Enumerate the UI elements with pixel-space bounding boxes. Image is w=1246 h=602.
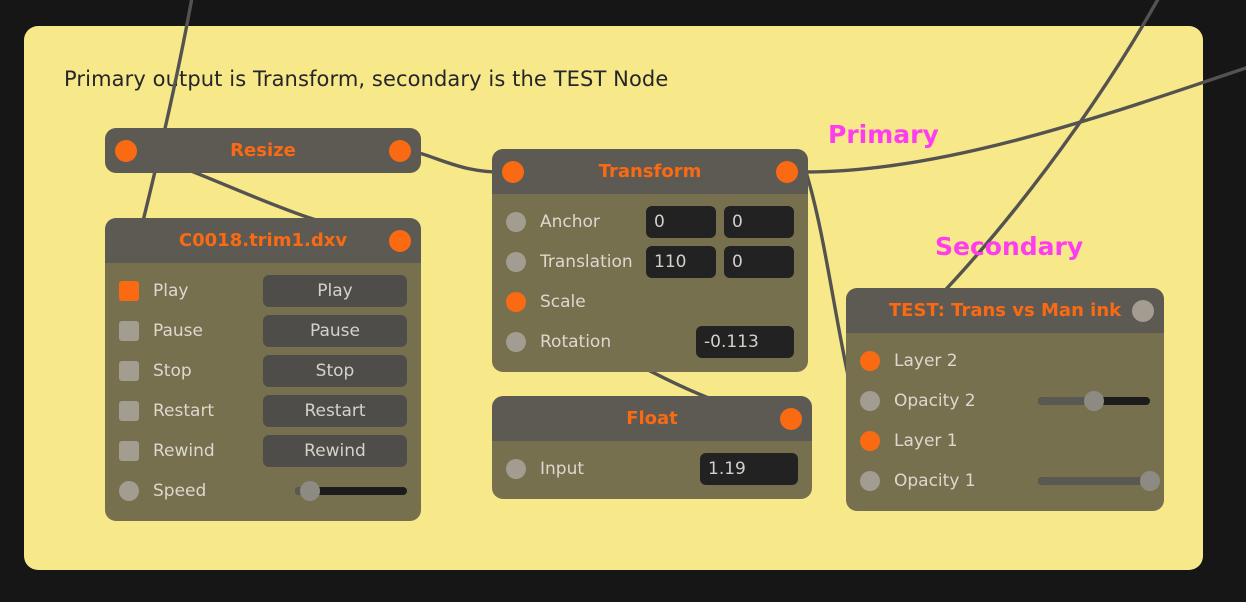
input-port-resize[interactable] xyxy=(115,139,137,162)
annotation-label: Primary xyxy=(828,120,939,149)
node-button-play[interactable]: Play xyxy=(263,275,407,307)
value-field[interactable]: 1.19 xyxy=(700,453,798,485)
row-dot-inactive[interactable] xyxy=(506,212,526,232)
row-dot-inactive[interactable] xyxy=(506,332,526,352)
row-dot-inactive[interactable] xyxy=(860,391,880,411)
annotation-label: Secondary xyxy=(935,232,1084,261)
output-port-test[interactable] xyxy=(1132,299,1154,322)
row-dot-active[interactable] xyxy=(860,431,880,451)
row-dot-inactive[interactable] xyxy=(506,459,526,479)
node-row: Play Play xyxy=(105,271,421,311)
node-row: Layer 2 xyxy=(846,341,1164,381)
node-title-test: TEST: Trans vs Man ink xyxy=(888,300,1122,321)
row-label: Play xyxy=(153,281,189,301)
node-row: Stop Stop xyxy=(105,351,421,391)
node-resize[interactable]: Resize xyxy=(105,128,421,173)
node-button-stop[interactable]: Stop xyxy=(263,355,407,387)
slider-knob[interactable] xyxy=(1140,471,1160,491)
note-title: Primary output is Transform, secondary i… xyxy=(64,67,669,91)
value-field[interactable]: 110 xyxy=(646,246,716,278)
node-button-pause[interactable]: Pause xyxy=(263,315,407,347)
slider-fill xyxy=(1038,397,1094,405)
node-row: Opacity 2 xyxy=(846,381,1164,421)
slider-knob[interactable] xyxy=(1084,391,1104,411)
node-body-float: Input 1.19 xyxy=(492,441,812,499)
node-button-restart[interactable]: Restart xyxy=(263,395,407,427)
value-field[interactable]: 0 xyxy=(724,206,794,238)
node-header-float[interactable]: Float xyxy=(492,396,812,441)
node-title-float: Float xyxy=(626,408,678,429)
node-row: Speed xyxy=(105,471,421,511)
node-row: Rewind Rewind xyxy=(105,431,421,471)
value-field[interactable]: 0 xyxy=(646,206,716,238)
row-dot-inactive[interactable] xyxy=(119,481,139,501)
row-dot-inactive[interactable] xyxy=(119,321,139,341)
row-label: Pause xyxy=(153,321,203,341)
row-dot-active[interactable] xyxy=(860,351,880,371)
slider-knob[interactable] xyxy=(299,481,320,501)
row-label: Rotation xyxy=(540,332,612,352)
node-button-rewind[interactable]: Rewind xyxy=(263,435,407,467)
node-header-test[interactable]: TEST: Trans vs Man ink xyxy=(846,288,1164,333)
row-label: Speed xyxy=(153,481,207,501)
output-port-transform[interactable] xyxy=(776,160,798,183)
row-label: Scale xyxy=(540,292,586,312)
row-label: Opacity 2 xyxy=(894,391,976,411)
value-field[interactable]: -0.113 xyxy=(696,326,794,358)
value-field[interactable]: 0 xyxy=(724,246,794,278)
row-label: Stop xyxy=(153,361,192,381)
slider-fill xyxy=(1038,477,1150,485)
row-label: Layer 2 xyxy=(894,351,958,371)
output-port-float[interactable] xyxy=(780,407,802,430)
row-dot-active[interactable] xyxy=(119,281,139,301)
row-dot-active[interactable] xyxy=(506,292,526,312)
node-row: Layer 1 xyxy=(846,421,1164,461)
row-dot-inactive[interactable] xyxy=(506,252,526,272)
row-dot-inactive[interactable] xyxy=(860,471,880,491)
row-label: Opacity 1 xyxy=(894,471,976,491)
node-row: Restart Restart xyxy=(105,391,421,431)
node-header-transform[interactable]: Transform xyxy=(492,149,808,194)
node-title-transform: Transform xyxy=(598,161,702,182)
row-dot-inactive[interactable] xyxy=(119,401,139,421)
row-label: Layer 1 xyxy=(894,431,958,451)
slider-opacity-2[interactable] xyxy=(1038,390,1150,412)
node-row: Scale xyxy=(492,282,808,322)
output-port-clip[interactable] xyxy=(389,229,411,252)
row-label: Restart xyxy=(153,401,215,421)
node-header-clip[interactable]: C0018.trim1.dxv xyxy=(105,218,421,263)
node-header-resize[interactable]: Resize xyxy=(105,128,421,173)
input-port-transform[interactable] xyxy=(502,160,524,183)
slider-track xyxy=(295,487,407,495)
node-row: Rotation -0.113 xyxy=(492,322,808,362)
slider-opacity-1[interactable] xyxy=(1038,470,1160,492)
node-row: Input 1.19 xyxy=(492,449,812,489)
node-row: Pause Pause xyxy=(105,311,421,351)
row-label: Translation xyxy=(540,252,633,272)
node-body-test: Layer 2 Opacity 2 Layer 1 Opacity 1 xyxy=(846,333,1164,511)
row-label: Anchor xyxy=(540,212,600,232)
node-row: Opacity 1 xyxy=(846,461,1164,501)
node-title-clip: C0018.trim1.dxv xyxy=(178,230,348,251)
row-dot-inactive[interactable] xyxy=(119,361,139,381)
row-dot-inactive[interactable] xyxy=(119,441,139,461)
row-label: Rewind xyxy=(153,441,215,461)
slider-speed[interactable] xyxy=(295,480,407,502)
output-port-resize[interactable] xyxy=(389,139,411,162)
node-title-resize: Resize xyxy=(230,140,296,161)
row-label: Input xyxy=(540,459,585,479)
